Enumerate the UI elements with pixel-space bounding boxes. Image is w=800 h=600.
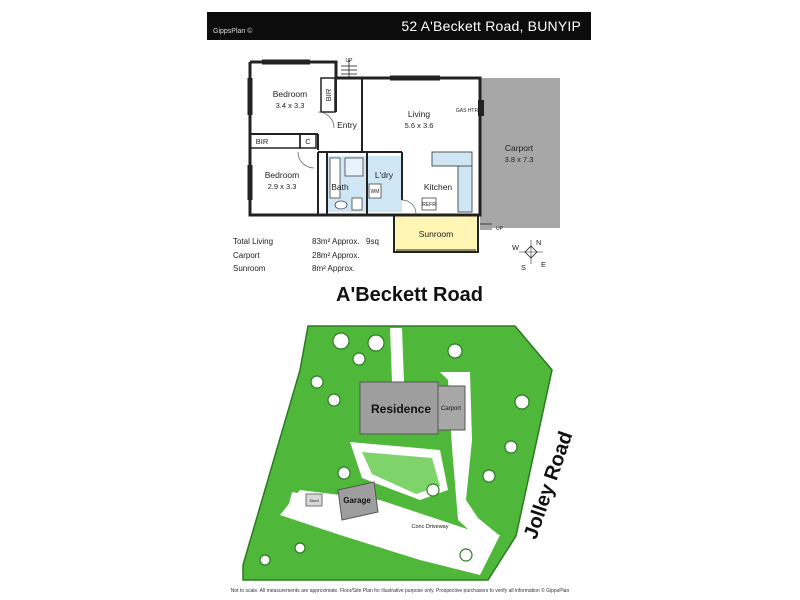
address-title: 52 A'Beckett Road, BUNYIP bbox=[401, 18, 581, 34]
gas-htr-label: GAS HTR bbox=[456, 108, 479, 114]
shed-building bbox=[305, 493, 323, 507]
compass: N E S W bbox=[512, 238, 546, 272]
central-lawn bbox=[362, 452, 440, 494]
wm-box bbox=[368, 183, 382, 199]
laundry-label: L'dry bbox=[375, 170, 394, 180]
stats-extra: 9sq bbox=[366, 237, 379, 246]
stats-label: Carport bbox=[233, 250, 260, 260]
cupboard-label: C bbox=[305, 137, 311, 146]
carport-label: Carport bbox=[505, 143, 534, 153]
disclaimer: Not to scale. All measurements are appro… bbox=[230, 588, 570, 594]
compass-w: W bbox=[512, 243, 520, 252]
road-label-abeckett: A'Beckett Road bbox=[336, 284, 484, 306]
windows bbox=[247, 59, 476, 251]
compass-s: S bbox=[521, 263, 526, 272]
carport-size: 3.8 x 7.3 bbox=[505, 155, 534, 164]
sunroom-label: Sunroom bbox=[419, 229, 454, 239]
bath-label: Bath bbox=[331, 182, 349, 192]
kitchen-label: Kitchen bbox=[424, 182, 453, 192]
bir-box-1 bbox=[320, 77, 336, 113]
basin bbox=[334, 200, 348, 210]
bir1-label: BIR bbox=[324, 88, 333, 101]
stats-value: 83m² Approx. bbox=[312, 237, 360, 246]
compass-e: E bbox=[541, 260, 546, 269]
left-lawn-strip bbox=[286, 492, 310, 520]
door-swing-3 bbox=[401, 199, 417, 215]
header-bar: GippsPlan © 52 A'Beckett Road, BUNYIP bbox=[207, 12, 591, 40]
refr-box bbox=[421, 197, 437, 211]
entry-label: Entry bbox=[337, 120, 358, 130]
walls bbox=[248, 60, 482, 217]
stats-label: Sunroom bbox=[233, 264, 266, 273]
brand-label: GippsPlan © bbox=[213, 28, 253, 35]
stairs-top bbox=[341, 60, 357, 78]
shower bbox=[344, 157, 364, 177]
path-from-road bbox=[390, 328, 404, 382]
bedroom2-label: Bedroom bbox=[265, 170, 300, 180]
garage-label: Garage bbox=[343, 496, 371, 505]
door-swing-2 bbox=[297, 151, 315, 169]
stats-value: 28m² Approx. bbox=[312, 250, 360, 260]
driveway-label: Conc Driveway bbox=[412, 524, 449, 530]
kitchen-side-bench bbox=[457, 165, 473, 213]
bedroom2-size: 2.9 x 3.3 bbox=[268, 182, 297, 191]
garage-building bbox=[337, 481, 379, 521]
living-label: Living bbox=[408, 109, 430, 119]
stats-label: Total Living bbox=[233, 237, 274, 246]
bath-tub bbox=[329, 157, 341, 199]
toilet bbox=[351, 197, 363, 211]
concrete-driveway bbox=[280, 490, 500, 575]
kitchen-bench bbox=[431, 151, 473, 167]
site-carport-label: Carport bbox=[441, 406, 461, 412]
refr-label: REFR bbox=[422, 202, 436, 208]
living-size: 5.6 x 3.6 bbox=[405, 121, 434, 130]
shed-label: Shed bbox=[309, 498, 318, 503]
stats-value: 8m² Approx. bbox=[312, 264, 356, 273]
bedroom1-size: 3.4 x 3.3 bbox=[276, 101, 305, 110]
residence-building bbox=[359, 381, 439, 435]
cupboard-box bbox=[299, 133, 317, 149]
bedroom1-label: Bedroom bbox=[273, 89, 308, 99]
trees bbox=[259, 332, 530, 566]
compass-n: N bbox=[536, 238, 541, 247]
carport-building bbox=[437, 385, 466, 431]
up-label-sunroom: UP bbox=[496, 226, 504, 232]
door-swing-1 bbox=[317, 111, 335, 129]
carport-area bbox=[480, 78, 560, 228]
residence-label: Residence bbox=[371, 402, 431, 416]
bir2-label: BIR bbox=[256, 137, 269, 146]
wm-label: WM bbox=[371, 189, 380, 195]
up-label-top: UP bbox=[346, 58, 354, 64]
stairs-sunroom bbox=[480, 223, 492, 230]
